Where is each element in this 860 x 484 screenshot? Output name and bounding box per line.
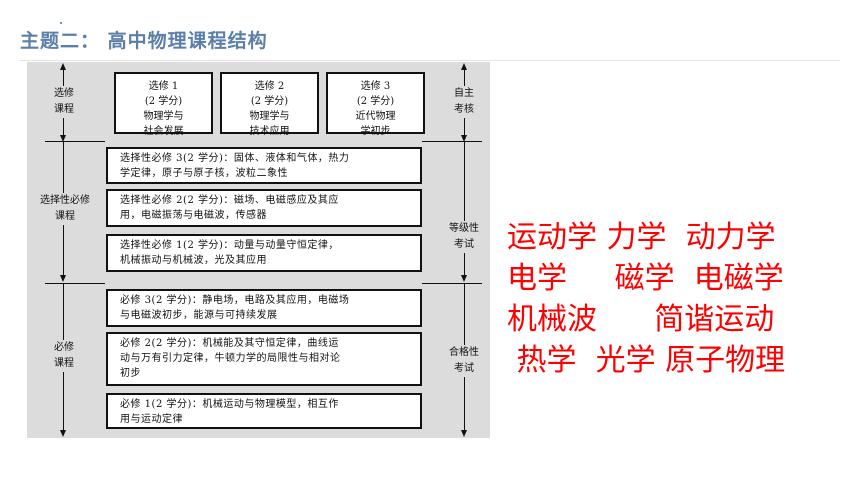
left-axis-bottom-arrow <box>60 430 66 437</box>
decorative-dot <box>60 22 62 24</box>
selective-required-box-3: 选择性必修 3(2 学分)：固体、液体和气体，热力学定律，原子与原子核，波粒二象… <box>106 147 422 184</box>
elective-box-2: 选修 2(2 学分)物理学与技术应用 <box>220 72 319 137</box>
right-axis-top-arrow <box>461 63 467 70</box>
required-box-1: 必修 1(2 学分)：机械运动与物理模型，相互作用与运动定律 <box>106 393 422 429</box>
elective-box-1: 选修 1(2 学分)物理学与社会发展 <box>114 72 213 137</box>
label-graded-exam: 等级性考试 <box>439 221 489 253</box>
right-axis-bottom-arrow <box>461 430 467 437</box>
label-required-course: 必修课程 <box>41 340 87 372</box>
section-divider-2-right <box>422 283 482 284</box>
note-line-3: 机械波 简谐运动 <box>507 302 775 337</box>
page-title: 主题二： 高中物理课程结构 <box>20 30 268 52</box>
selective-required-box-1: 选择性必修 1(2 学分)：动量与动量守恒定律，机械振动与机械波，光及其应用 <box>106 234 422 272</box>
note-line-1: 运动学 力学 动力学 <box>507 220 776 255</box>
right-axis-mid2-arrow <box>461 275 467 282</box>
label-elective-course: 选修课程 <box>41 86 87 118</box>
title-divider <box>20 60 840 61</box>
label-selective-required-course: 选择性必修课程 <box>29 193 101 225</box>
left-axis-mid2-arrow <box>60 275 66 282</box>
section-divider-2-left <box>45 283 105 284</box>
required-box-3: 必修 3(2 学分)：静电场，电路及其应用，电磁场与电磁波初步，能源与可持续发展 <box>106 289 422 327</box>
left-axis-mid-arrow <box>60 135 66 142</box>
selective-required-box-2: 选择性必修 2(2 学分)：磁场、电磁感应及其应用，电磁振荡与电磁波，传感器 <box>106 189 422 227</box>
course-structure-diagram: 选修课程 选择性必修课程 必修课程 自主考核 等级性考试 合格性考试 选修 1(… <box>27 62 490 438</box>
required-box-2: 必修 2(2 学分)：机械能及其守恒定律，曲线运动与万有引力定律，牛顿力学的局限… <box>106 332 422 386</box>
right-axis-middle <box>464 142 465 278</box>
left-axis-top-arrow <box>60 63 66 70</box>
note-line-4: 热学 光学 原子物理 <box>507 343 786 378</box>
section-divider-1-right <box>422 141 482 142</box>
elective-box-3: 选修 3(2 学分)近代物理学初步 <box>326 72 425 137</box>
right-axis-mid-arrow <box>461 135 467 142</box>
label-qualification-exam: 合格性考试 <box>439 345 489 377</box>
note-line-2: 电学 磁学 电磁学 <box>507 261 784 296</box>
section-divider-1-left <box>45 141 105 142</box>
label-self-assessment: 自主考核 <box>443 86 485 118</box>
